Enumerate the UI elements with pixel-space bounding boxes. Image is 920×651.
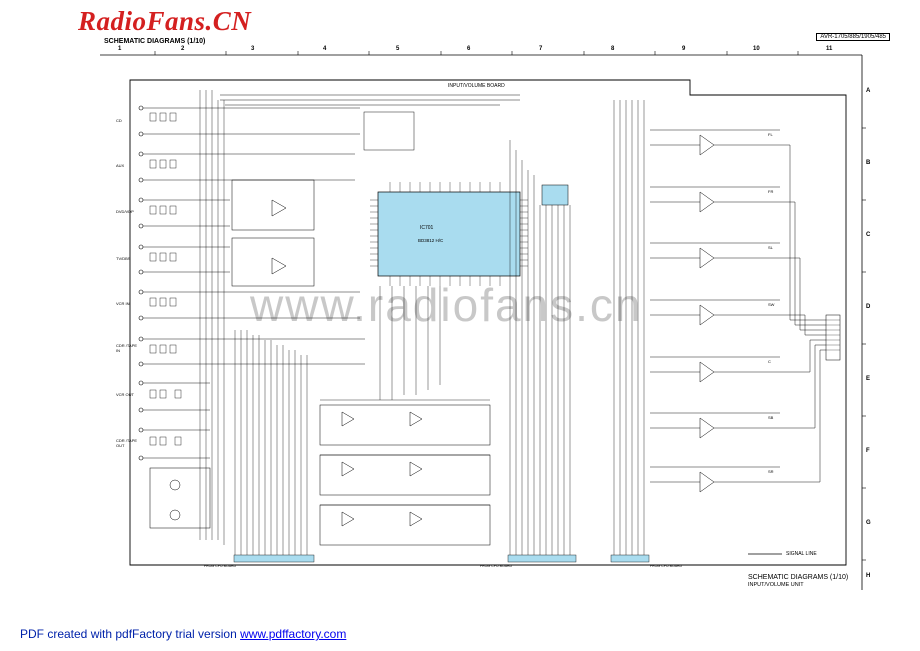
row-h: H	[866, 573, 871, 579]
input-label: CD	[116, 118, 122, 123]
input-label: VCR IN	[116, 301, 130, 306]
ic-label: IC701	[420, 225, 434, 231]
model-number: AVR-1705/885/1905/485	[816, 33, 890, 41]
bottom-title: SCHEMATIC DIAGRAMS (1/10)	[748, 574, 849, 581]
row-g: G	[866, 520, 871, 526]
input-label: TV/DBS	[116, 256, 131, 261]
input-label: VCR OUT	[116, 392, 134, 397]
output-label: SL	[768, 245, 773, 250]
page-title: SCHEMATIC DIAGRAMS (1/10)	[104, 38, 206, 45]
col-4: 4	[323, 46, 327, 52]
connector-label: FROM CPU BOARD	[480, 564, 513, 568]
output-label: FR	[768, 189, 774, 194]
output-label: SB	[768, 415, 774, 420]
col-8: 8	[611, 46, 615, 52]
output-label: SW	[768, 302, 775, 307]
row-e: E	[866, 376, 871, 382]
col-9: 9	[682, 46, 686, 52]
row-b: B	[866, 160, 871, 166]
footer-text: PDF created with pdfFactory trial versio…	[20, 627, 241, 641]
input-label: AUX	[116, 163, 125, 168]
input-label: CDR /TAPE IN	[116, 343, 138, 353]
col-10: 10	[753, 46, 760, 52]
pdffactory-link[interactable]: www.pdffactory.com	[240, 627, 347, 641]
input-label: CDR /TAPE OUT	[116, 438, 138, 448]
board-title: INPUT/VOLUME BOARD	[448, 83, 505, 89]
col-6: 6	[467, 46, 471, 52]
row-c: C	[866, 232, 871, 238]
signal-line-legend: SIGNAL LINE	[786, 551, 817, 557]
input-label: DVD/VDP	[116, 209, 134, 214]
row-a: A	[866, 88, 871, 94]
col-3: 3	[251, 46, 255, 52]
output-label: FL	[768, 132, 773, 137]
pdf-footer: PDF created with pdfFactory trial versio…	[20, 627, 346, 641]
output-label: SR	[768, 469, 774, 474]
connector-label: FROM CPU BOARD	[204, 564, 237, 568]
col-5: 5	[396, 46, 400, 52]
ic-sub-label: BD3812 H/C	[418, 238, 444, 243]
col-2: 2	[181, 46, 185, 52]
col-1: 1	[118, 46, 122, 52]
watermark: www.radiofans.cn	[250, 279, 643, 331]
row-d: D	[866, 304, 871, 310]
radiofans-logo: RadioFans.CN	[78, 6, 252, 36]
connector-label: FROM CPU BOARD	[650, 564, 683, 568]
output-label: C	[768, 359, 771, 364]
col-11: 11	[826, 46, 833, 52]
bottom-subtitle: INPUT/VOLUME UNIT	[748, 582, 804, 588]
col-7: 7	[539, 46, 543, 52]
row-f: F	[866, 448, 870, 454]
